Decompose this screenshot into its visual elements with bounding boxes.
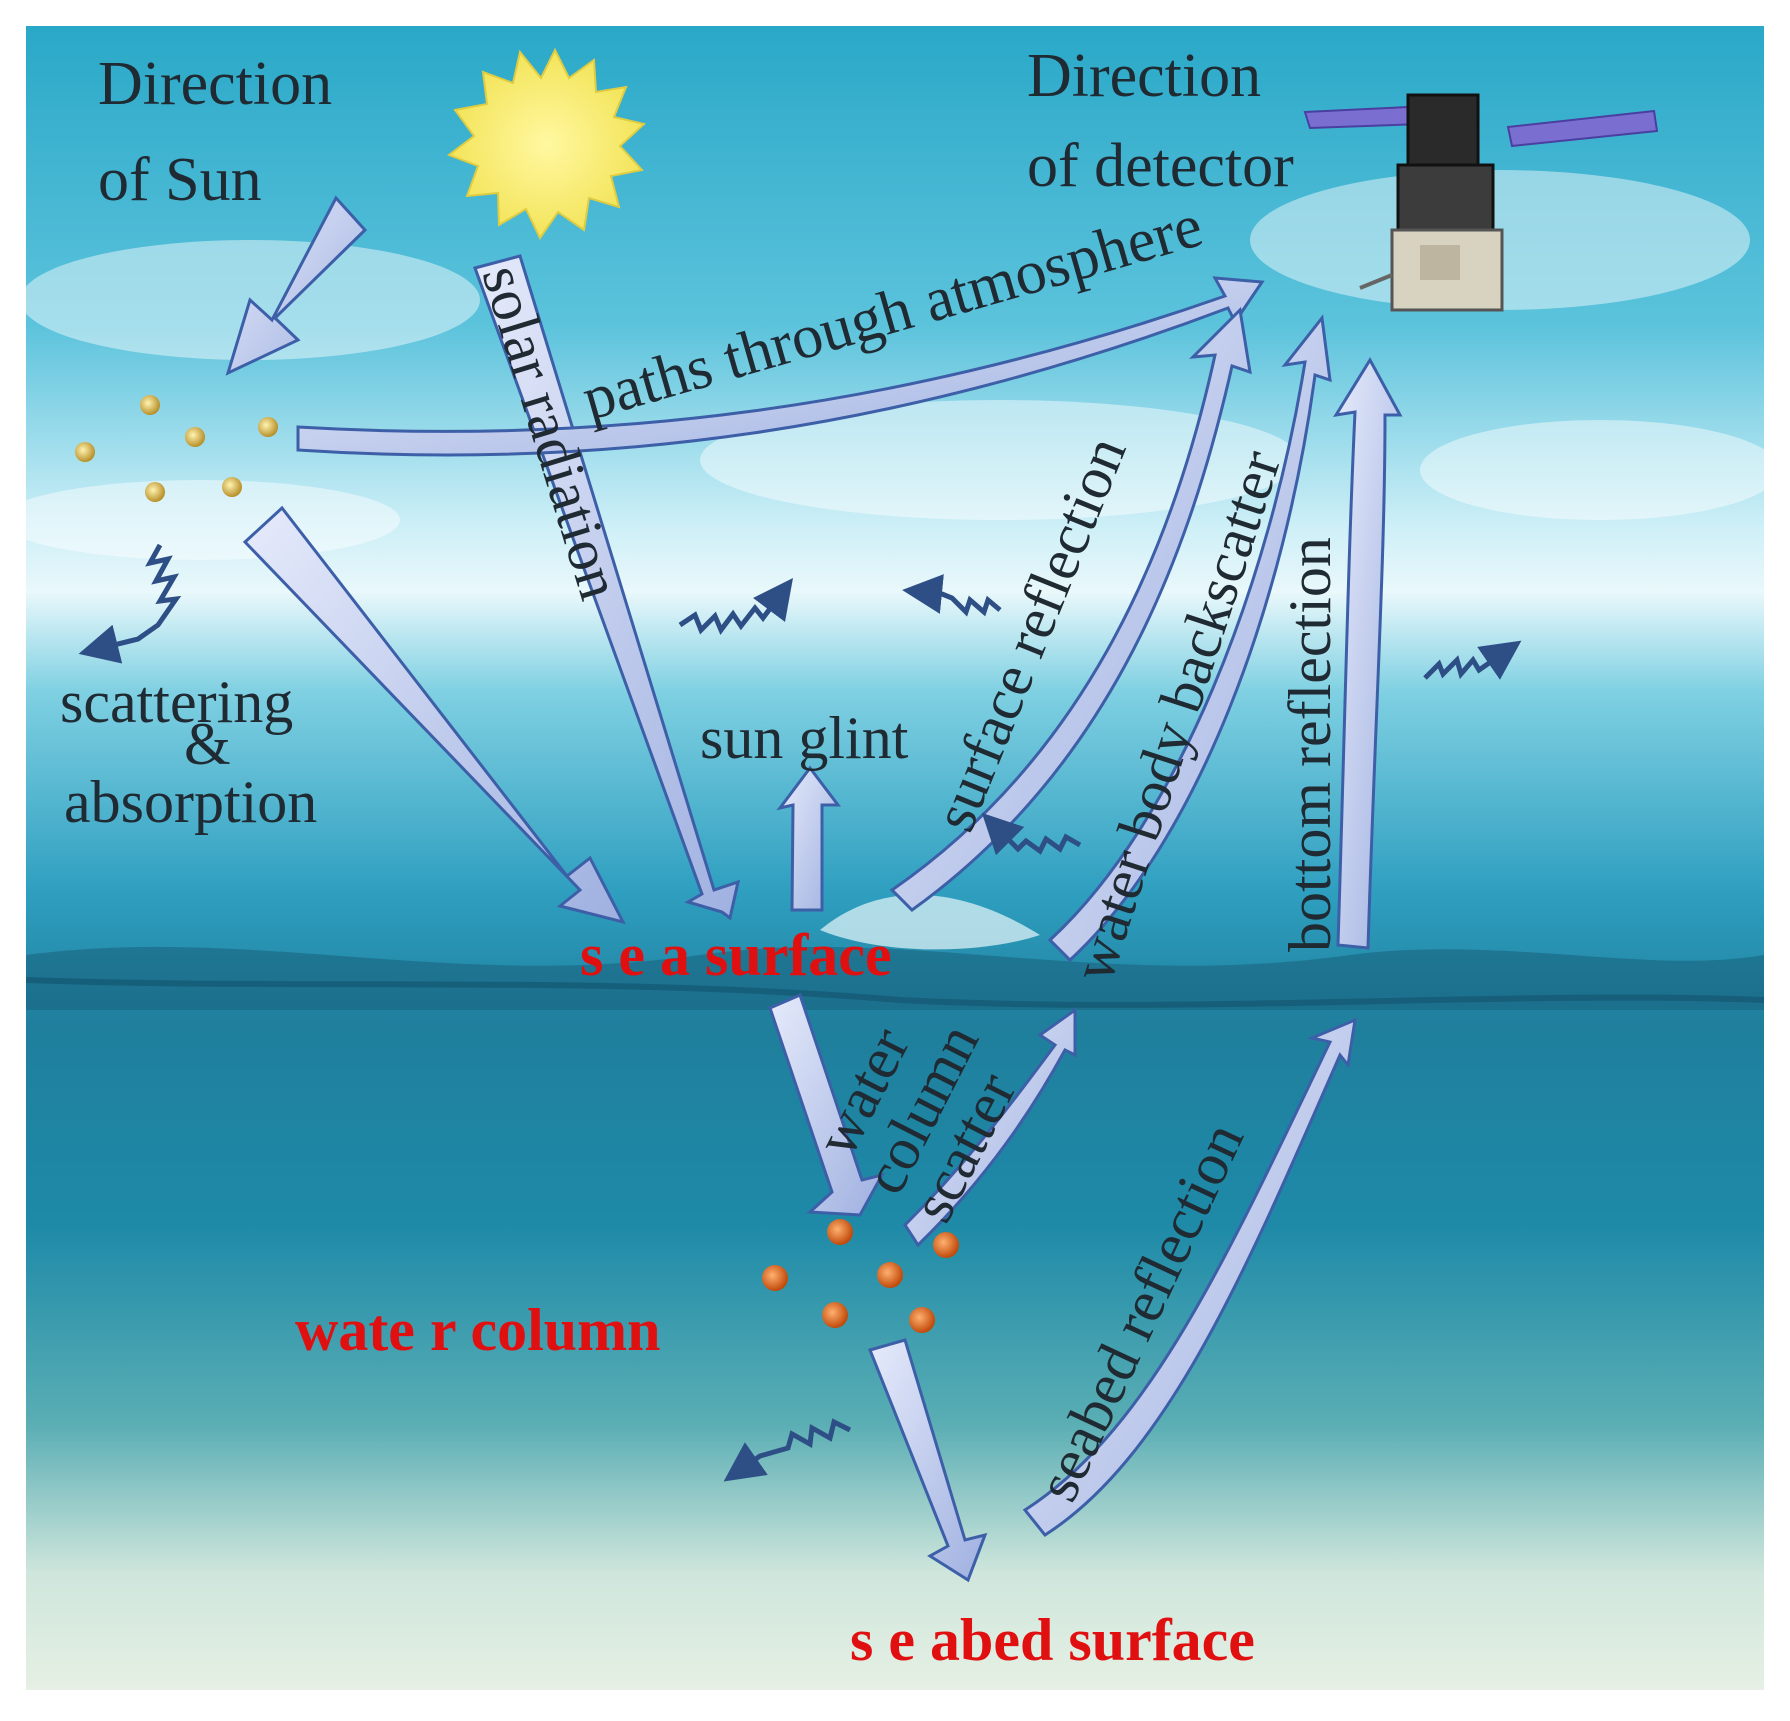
arrow-paths-through-atmosphere — [296, 276, 1265, 457]
squiggle-arrow-near-reflection — [902, 574, 1002, 617]
arrow-sun-to-aerosol — [225, 195, 368, 376]
direction-of-detector-label-line1: Direction — [1027, 42, 1261, 110]
seabed-surface-label: s e abed surface — [850, 1607, 1255, 1673]
arrow-to-seabed — [867, 1338, 988, 1583]
arrow-solar-radiation — [473, 254, 741, 921]
arrow-seabed-reflection — [1022, 1017, 1357, 1537]
arrow-sun-glint — [776, 765, 842, 912]
bottom-reflection-label: bottom reflection — [1277, 537, 1343, 952]
arrow-water-body-backscatter — [1047, 314, 1332, 963]
squiggle-arrow-seabed-left — [723, 1418, 852, 1482]
squiggle-arrow-atmosphere-left — [78, 543, 182, 664]
sun-glint-label: sun glint — [700, 705, 909, 771]
water-column-particles — [762, 1219, 959, 1333]
ampersand-label: & — [184, 711, 231, 777]
squiggle-arrow-right — [1423, 640, 1522, 680]
satellite-icon — [1303, 93, 1659, 312]
arrow-water-column-scatter — [903, 1007, 1077, 1248]
aerosol-particles — [75, 395, 278, 502]
arrow-into-water-column — [768, 992, 885, 1217]
arrow-surface-reflection — [889, 306, 1252, 912]
squiggle-arrow-sea-mid — [981, 812, 1082, 856]
squiggle-arrow-near-radiation — [678, 578, 793, 635]
direction-of-sun-label-line1: Direction — [98, 50, 332, 118]
sea-surface-label: s e a surface — [580, 922, 892, 988]
sea-surface-waves — [25, 894, 1765, 1010]
absorption-label: absorption — [64, 769, 317, 835]
direction-of-sun-label-line2: of Sun — [98, 146, 262, 214]
direction-of-detector-label-line2: of detector — [1027, 132, 1294, 200]
sun-icon — [446, 47, 647, 240]
arrow-bottom-reflection — [1333, 357, 1403, 950]
water-column-label: wate r column — [295, 1297, 661, 1363]
arrow-aerosol-to-sea-surface — [242, 505, 626, 925]
scattering-label: scattering — [60, 669, 293, 735]
